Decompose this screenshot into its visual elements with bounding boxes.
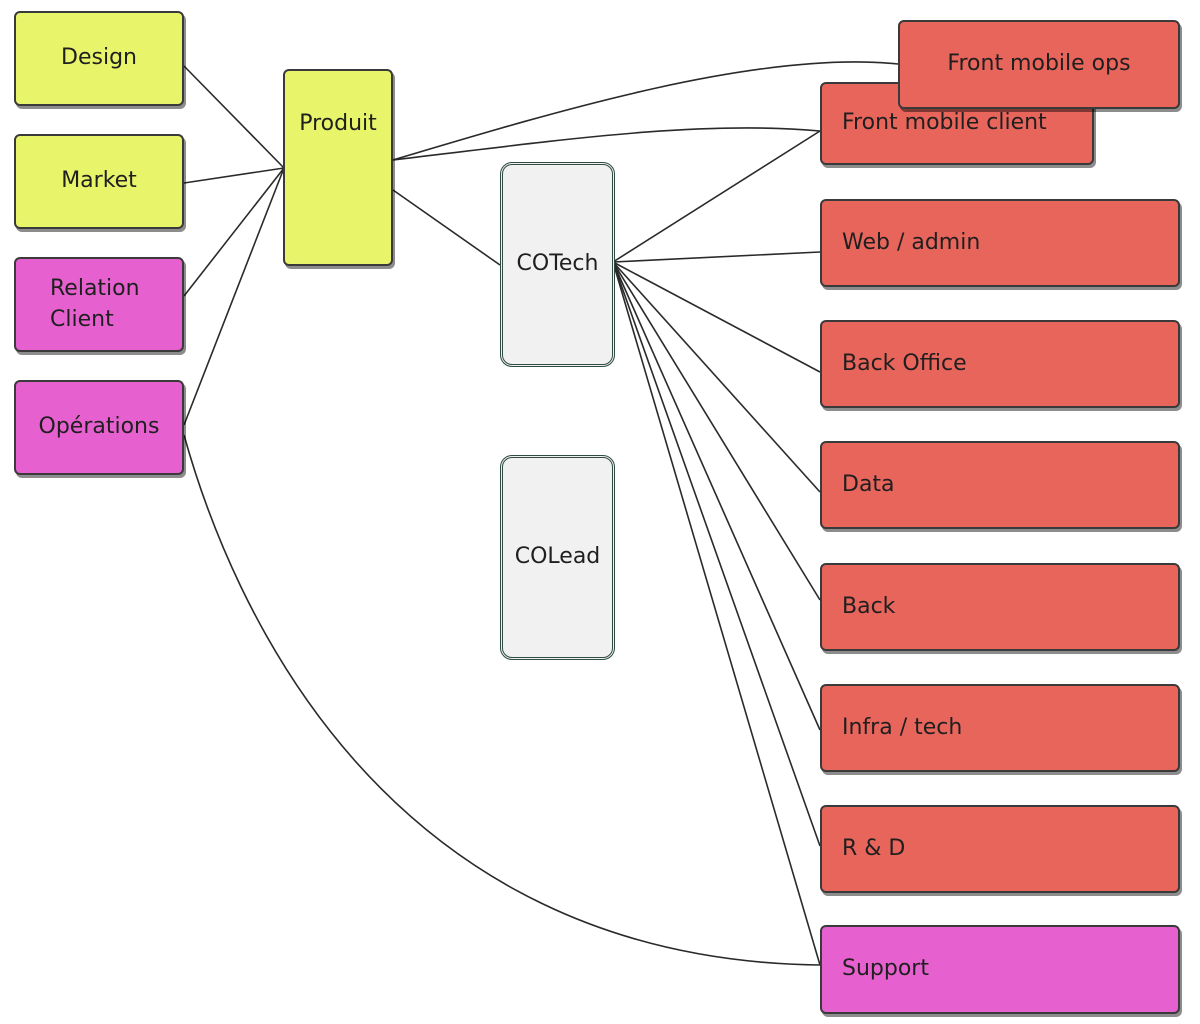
edge-produit-to-cotech [392,189,501,266]
edge-cotech-to-back [612,261,821,601]
node-design[interactable]: Design [14,11,184,106]
node-r-and-d-label: R & D [842,835,906,861]
node-web-admin-label: Web / admin [842,229,981,255]
edge-market-to-produit [183,167,285,184]
edge-cotech-to-r_and_d [612,261,821,847]
node-market-label: Market [61,168,137,194]
node-back-office-label: Back Office [842,350,967,376]
node-front-mobile-ops-label: Front mobile ops [947,51,1131,77]
node-colead-label: COLead [514,544,601,570]
node-produit-label: Produit [299,111,377,136]
node-front-mobile-ops[interactable]: Front mobile ops [898,20,1180,109]
edge-cotech-to-support [612,261,821,966]
node-support-label: Support [842,956,929,982]
node-infra-tech[interactable]: Infra / tech [820,684,1180,772]
edge-cotech-to-web_admin [612,251,821,263]
node-r-and-d[interactable]: R & D [820,805,1180,893]
node-market[interactable]: Market [14,134,184,229]
node-colead[interactable]: COLead [500,455,615,660]
edge-operations-to-support [183,434,821,966]
node-cotech[interactable]: COTech [500,162,615,367]
edge-relation_client-to-produit [183,167,285,297]
node-infra-tech-label: Infra / tech [842,714,963,740]
node-cotech-label: COTech [516,251,599,277]
edge-produit-to-front_mobile_ops [392,61,899,161]
node-front-mobile-client-label: Front mobile client [842,110,1047,136]
node-relation-client[interactable]: Relation Client [14,257,184,352]
edge-cotech-to-back_office [612,261,821,373]
node-back-label: Back [842,593,896,619]
node-back[interactable]: Back [820,563,1180,651]
node-design-label: Design [61,45,137,71]
edge-design-to-produit [183,65,285,169]
edge-produit-to-front_mobile_client [392,127,821,161]
node-back-office[interactable]: Back Office [820,320,1180,408]
node-data[interactable]: Data [820,441,1180,529]
node-produit[interactable]: Produit [283,69,393,266]
edge-cotech-to-data [612,261,821,493]
edge-operations-to-produit [183,167,285,426]
node-web-admin[interactable]: Web / admin [820,199,1180,287]
edge-cotech-to-infra_tech [612,261,821,731]
node-data-label: Data [842,471,895,497]
node-support[interactable]: Support [820,925,1180,1014]
node-relation-client-label: Relation Client [50,275,140,332]
edge-cotech-to-front_mobile_client [612,130,821,263]
node-operations[interactable]: Opérations [14,380,184,475]
node-operations-label: Opérations [38,414,160,440]
